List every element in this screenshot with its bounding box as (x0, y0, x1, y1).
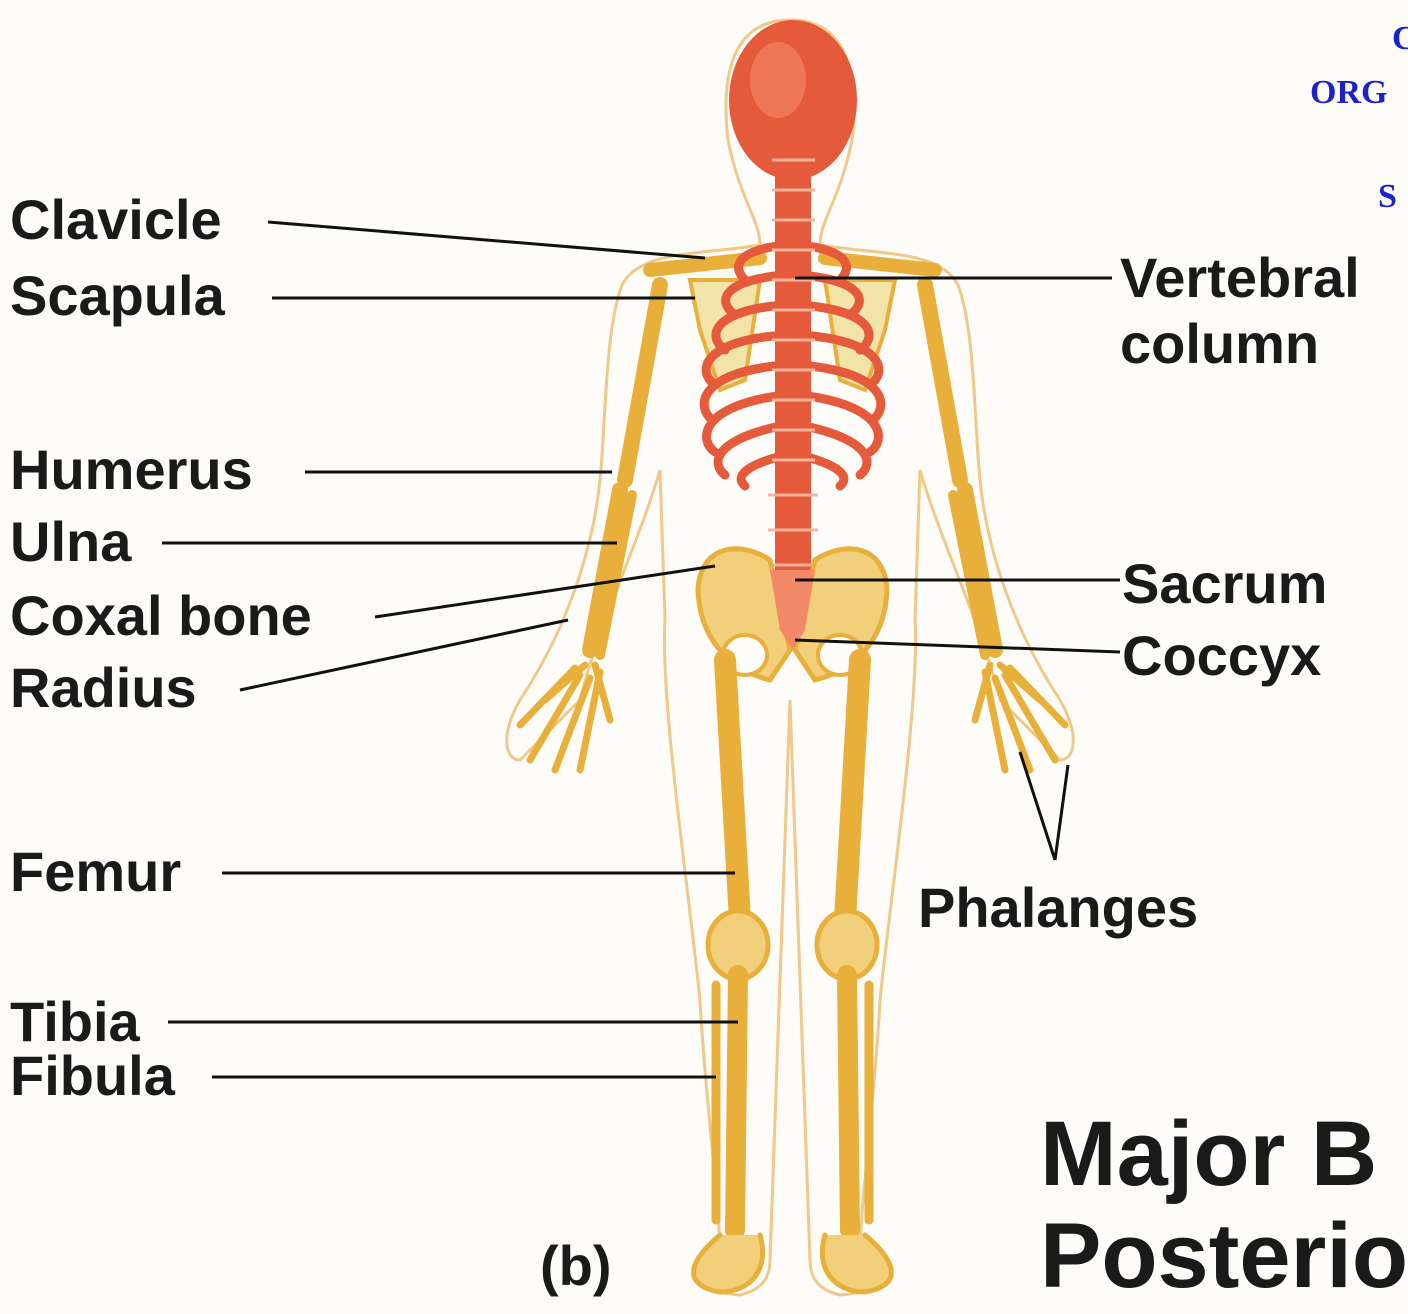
right-arm (925, 285, 995, 655)
label-tibia: Tibia (10, 994, 140, 1050)
left-leg (694, 660, 768, 1292)
header-line-1: C (1392, 22, 1408, 56)
label-fibula: Fibula (10, 1048, 175, 1104)
label-column: column (1120, 316, 1319, 372)
header-line-3: S (1378, 180, 1397, 214)
label-ulna: Ulna (10, 514, 131, 570)
title-line-1: Major B (1040, 1108, 1377, 1200)
label-coccyx: Coccyx (1122, 628, 1321, 684)
label-humerus: Humerus (10, 442, 253, 498)
panel-letter: (b) (540, 1238, 612, 1294)
right-leg (817, 660, 891, 1292)
label-clavicle: Clavicle (10, 192, 222, 248)
title-line-2: Posterio (1040, 1210, 1408, 1302)
label-femur: Femur (10, 844, 181, 900)
label-coxal-bone: Coxal bone (10, 588, 312, 644)
label-sacrum: Sacrum (1122, 556, 1327, 612)
label-scapula: Scapula (10, 268, 225, 324)
label-vertebral: Vertebral (1120, 250, 1360, 306)
label-radius: Radius (10, 660, 197, 716)
vertebral-column (768, 135, 818, 605)
header-line-2: ORG (1310, 76, 1387, 110)
label-phalanges: Phalanges (918, 880, 1198, 936)
